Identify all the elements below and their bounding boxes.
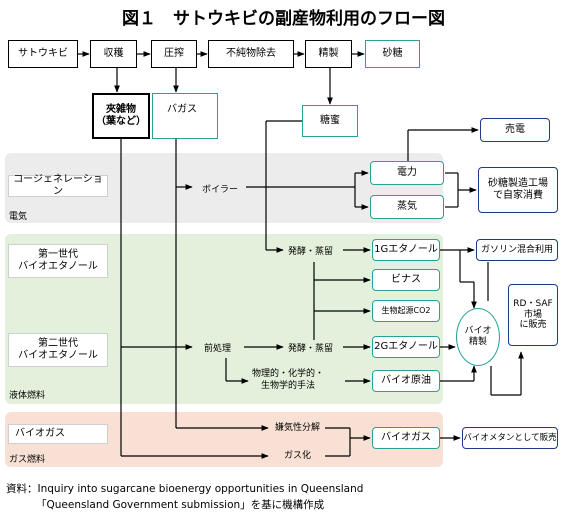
ethanol-2g-box: 2Gエタノール — [372, 336, 440, 358]
second-gen-label: 第二世代 バイオエタノール — [8, 333, 108, 367]
diagram-title: 図１ サトウキビの副産物利用のフロー図 — [122, 9, 445, 29]
biogas-sector-label: バイオガス — [8, 424, 108, 444]
source-line-2: 「Queensland Government submission」を基に機構作… — [36, 499, 325, 512]
boiler-label: ボイラー — [202, 185, 239, 195]
source-note: 資料：Inquiry into sugarcane bioenergy oppo… — [6, 481, 363, 514]
power-box: 電力 — [370, 161, 444, 185]
liquid-fuel-label: 液体燃料 — [9, 391, 46, 401]
fermentation-1-label: 発酵・蒸留 — [288, 247, 334, 257]
anaerobic-box: 嫌気性分解 — [274, 422, 320, 433]
refining-box: 精製 — [305, 40, 352, 68]
power-sale-box: 売電 — [480, 118, 550, 142]
electricity-label: 電気 — [9, 212, 28, 222]
vinasse-box: ビナス — [372, 269, 440, 291]
cogeneration-label: コージェネレーション — [8, 174, 108, 197]
sugar-box: 砂糖 — [365, 40, 420, 68]
source-line-1: 資料：Inquiry into sugarcane bioenergy oppo… — [6, 483, 364, 495]
gasoline-blend-box: ガソリン混合利用 — [476, 239, 558, 261]
ethanol-1g-box: 1Gエタノール — [372, 239, 440, 261]
physchem-label: 物理的・化学的・ 生物学的手法 — [252, 369, 325, 391]
bio-refining-ellipse: バイオ 精製 — [456, 308, 500, 366]
impurity-removal-box: 不純物除去 — [208, 40, 294, 68]
trash-box: 夾雑物 （葉など） — [92, 93, 150, 139]
gas-fuel-label: ガス燃料 — [9, 455, 46, 465]
molasses-box: 糖蜜 — [302, 105, 358, 137]
bio-co2-box: 生物起源CO2 — [372, 300, 440, 322]
bio-crude-box: バイオ原油 — [372, 370, 440, 392]
bagasse-box: バガス — [152, 93, 218, 139]
harvest-box: 収穫 — [90, 40, 137, 68]
gasification-box: ガス化 — [283, 450, 311, 461]
sugarcane-box: サトウキビ — [8, 40, 78, 68]
pretreatment-label: 前処理 — [204, 344, 232, 354]
biogas-box: バイオガス — [372, 427, 440, 449]
rd-saf-box: RD・SAF 市場 に販売 — [508, 284, 558, 346]
mill-use-box: 砂糖製造工場 で自家消費 — [478, 167, 558, 213]
pressing-box: 圧搾 — [151, 40, 197, 68]
first-gen-label: 第一世代 バイオエタノール — [8, 244, 108, 278]
steam-box: 蒸気 — [370, 195, 444, 219]
biomethane-box: バイオメタンとして販売 — [462, 427, 558, 449]
fermentation-2-label: 発酵・蒸留 — [288, 344, 334, 354]
